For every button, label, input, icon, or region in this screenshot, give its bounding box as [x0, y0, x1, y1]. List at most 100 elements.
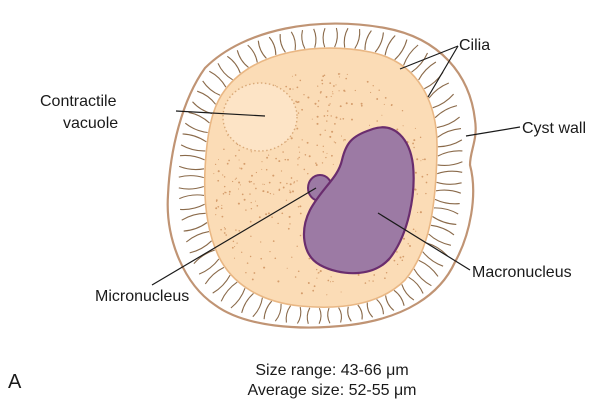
stipple-dot	[417, 212, 418, 213]
stipple-dot	[402, 260, 404, 262]
stipple-dot	[347, 74, 348, 75]
stipple-dot	[217, 206, 219, 208]
stipple-dot	[235, 179, 236, 180]
stipple-dot	[229, 191, 231, 193]
label-cyst-wall: Cyst wall	[522, 120, 586, 137]
stipple-dot	[369, 125, 370, 126]
stipple-dot	[243, 163, 245, 165]
stipple-dot	[378, 89, 379, 90]
stipple-dot	[292, 76, 293, 77]
stipple-dot	[239, 159, 240, 160]
stipple-dot	[325, 130, 326, 131]
stipple-dot	[333, 164, 334, 165]
stipple-dot	[326, 294, 327, 295]
stipple-dot	[417, 193, 418, 194]
stipple-dot	[297, 246, 298, 247]
stipple-dot	[251, 208, 252, 209]
stipple-dot	[295, 276, 297, 278]
label-contractile-line1: Contractile	[40, 93, 117, 110]
stipple-dot	[299, 152, 300, 153]
stipple-dot	[285, 86, 287, 88]
stipple-dot	[224, 232, 226, 234]
stipple-dot	[241, 252, 242, 253]
stipple-dot	[367, 81, 369, 83]
stipple-dot	[391, 104, 393, 106]
stipple-dot	[376, 120, 378, 122]
stipple-dot	[277, 223, 278, 224]
stipple-dot	[303, 94, 304, 95]
stipple-dot	[384, 277, 386, 279]
stipple-dot	[396, 129, 398, 131]
stipple-dot	[245, 272, 246, 273]
stipple-dot	[267, 191, 269, 193]
stipple-dot	[341, 292, 342, 293]
stipple-dot	[409, 245, 411, 247]
stipple-dot	[242, 194, 244, 196]
stipple-dot	[297, 158, 298, 159]
stipple-dot	[280, 182, 282, 184]
stipple-dot	[358, 274, 360, 276]
stipple-dot	[235, 155, 237, 157]
stipple-dot	[221, 205, 222, 206]
stipple-dot	[331, 96, 332, 97]
stipple-dot	[376, 98, 378, 100]
stipple-dot	[255, 188, 257, 190]
stipple-dot	[329, 82, 331, 84]
stipple-dot	[295, 74, 297, 76]
stipple-dot	[415, 189, 417, 191]
stipple-dot	[327, 115, 328, 116]
stipple-dot	[238, 181, 240, 183]
stipple-dot	[334, 141, 335, 142]
stipple-dot	[415, 231, 416, 232]
stipple-dot	[320, 134, 322, 136]
stipple-dot	[408, 243, 409, 244]
stipple-dot	[324, 74, 326, 76]
stipple-dot	[224, 228, 226, 230]
stipple-dot	[314, 103, 316, 105]
stipple-dot	[373, 274, 375, 276]
stipple-dot	[269, 182, 271, 184]
stipple-dot	[341, 136, 342, 137]
stipple-dot	[322, 162, 323, 163]
label-cilia: Cilia	[459, 37, 490, 54]
stipple-dot	[261, 161, 262, 162]
stipple-dot	[329, 136, 331, 138]
stipple-dot	[365, 282, 367, 284]
stipple-dot	[318, 273, 319, 274]
stipple-dot	[287, 159, 289, 161]
stipple-dot	[289, 88, 291, 90]
stipple-dot	[424, 158, 426, 160]
stipple-dot	[281, 170, 282, 171]
stipple-dot	[331, 115, 332, 116]
stipple-dot	[225, 192, 226, 193]
stipple-dot	[307, 96, 309, 98]
caption-average-size: Average size: 52-55 μm	[247, 382, 416, 399]
stipple-dot	[400, 257, 402, 259]
stipple-dot	[296, 128, 298, 130]
stipple-dot	[225, 234, 227, 236]
stipple-dot	[221, 207, 223, 209]
stipple-dot	[261, 169, 262, 170]
stipple-dot	[385, 97, 387, 99]
stipple-dot	[327, 280, 329, 282]
stipple-dot	[222, 174, 223, 175]
stipple-dot	[323, 146, 324, 147]
panel-letter: A	[8, 371, 22, 393]
stipple-dot	[369, 280, 370, 281]
stipple-dot	[335, 116, 337, 118]
stipple-dot	[287, 268, 288, 269]
stipple-dot	[427, 174, 429, 176]
stipple-dot	[249, 181, 251, 183]
stipple-dot	[343, 140, 344, 141]
stipple-dot	[265, 213, 267, 215]
stipple-dot	[269, 251, 270, 252]
stipple-dot	[273, 240, 275, 242]
stipple-dot	[412, 142, 414, 144]
stipple-dot	[316, 278, 317, 279]
stipple-dot	[331, 131, 333, 133]
stipple-dot	[298, 112, 299, 113]
stipple-dot	[300, 235, 302, 237]
stipple-dot	[321, 79, 323, 81]
stipple-dot	[298, 206, 299, 207]
stipple-dot	[327, 110, 329, 112]
